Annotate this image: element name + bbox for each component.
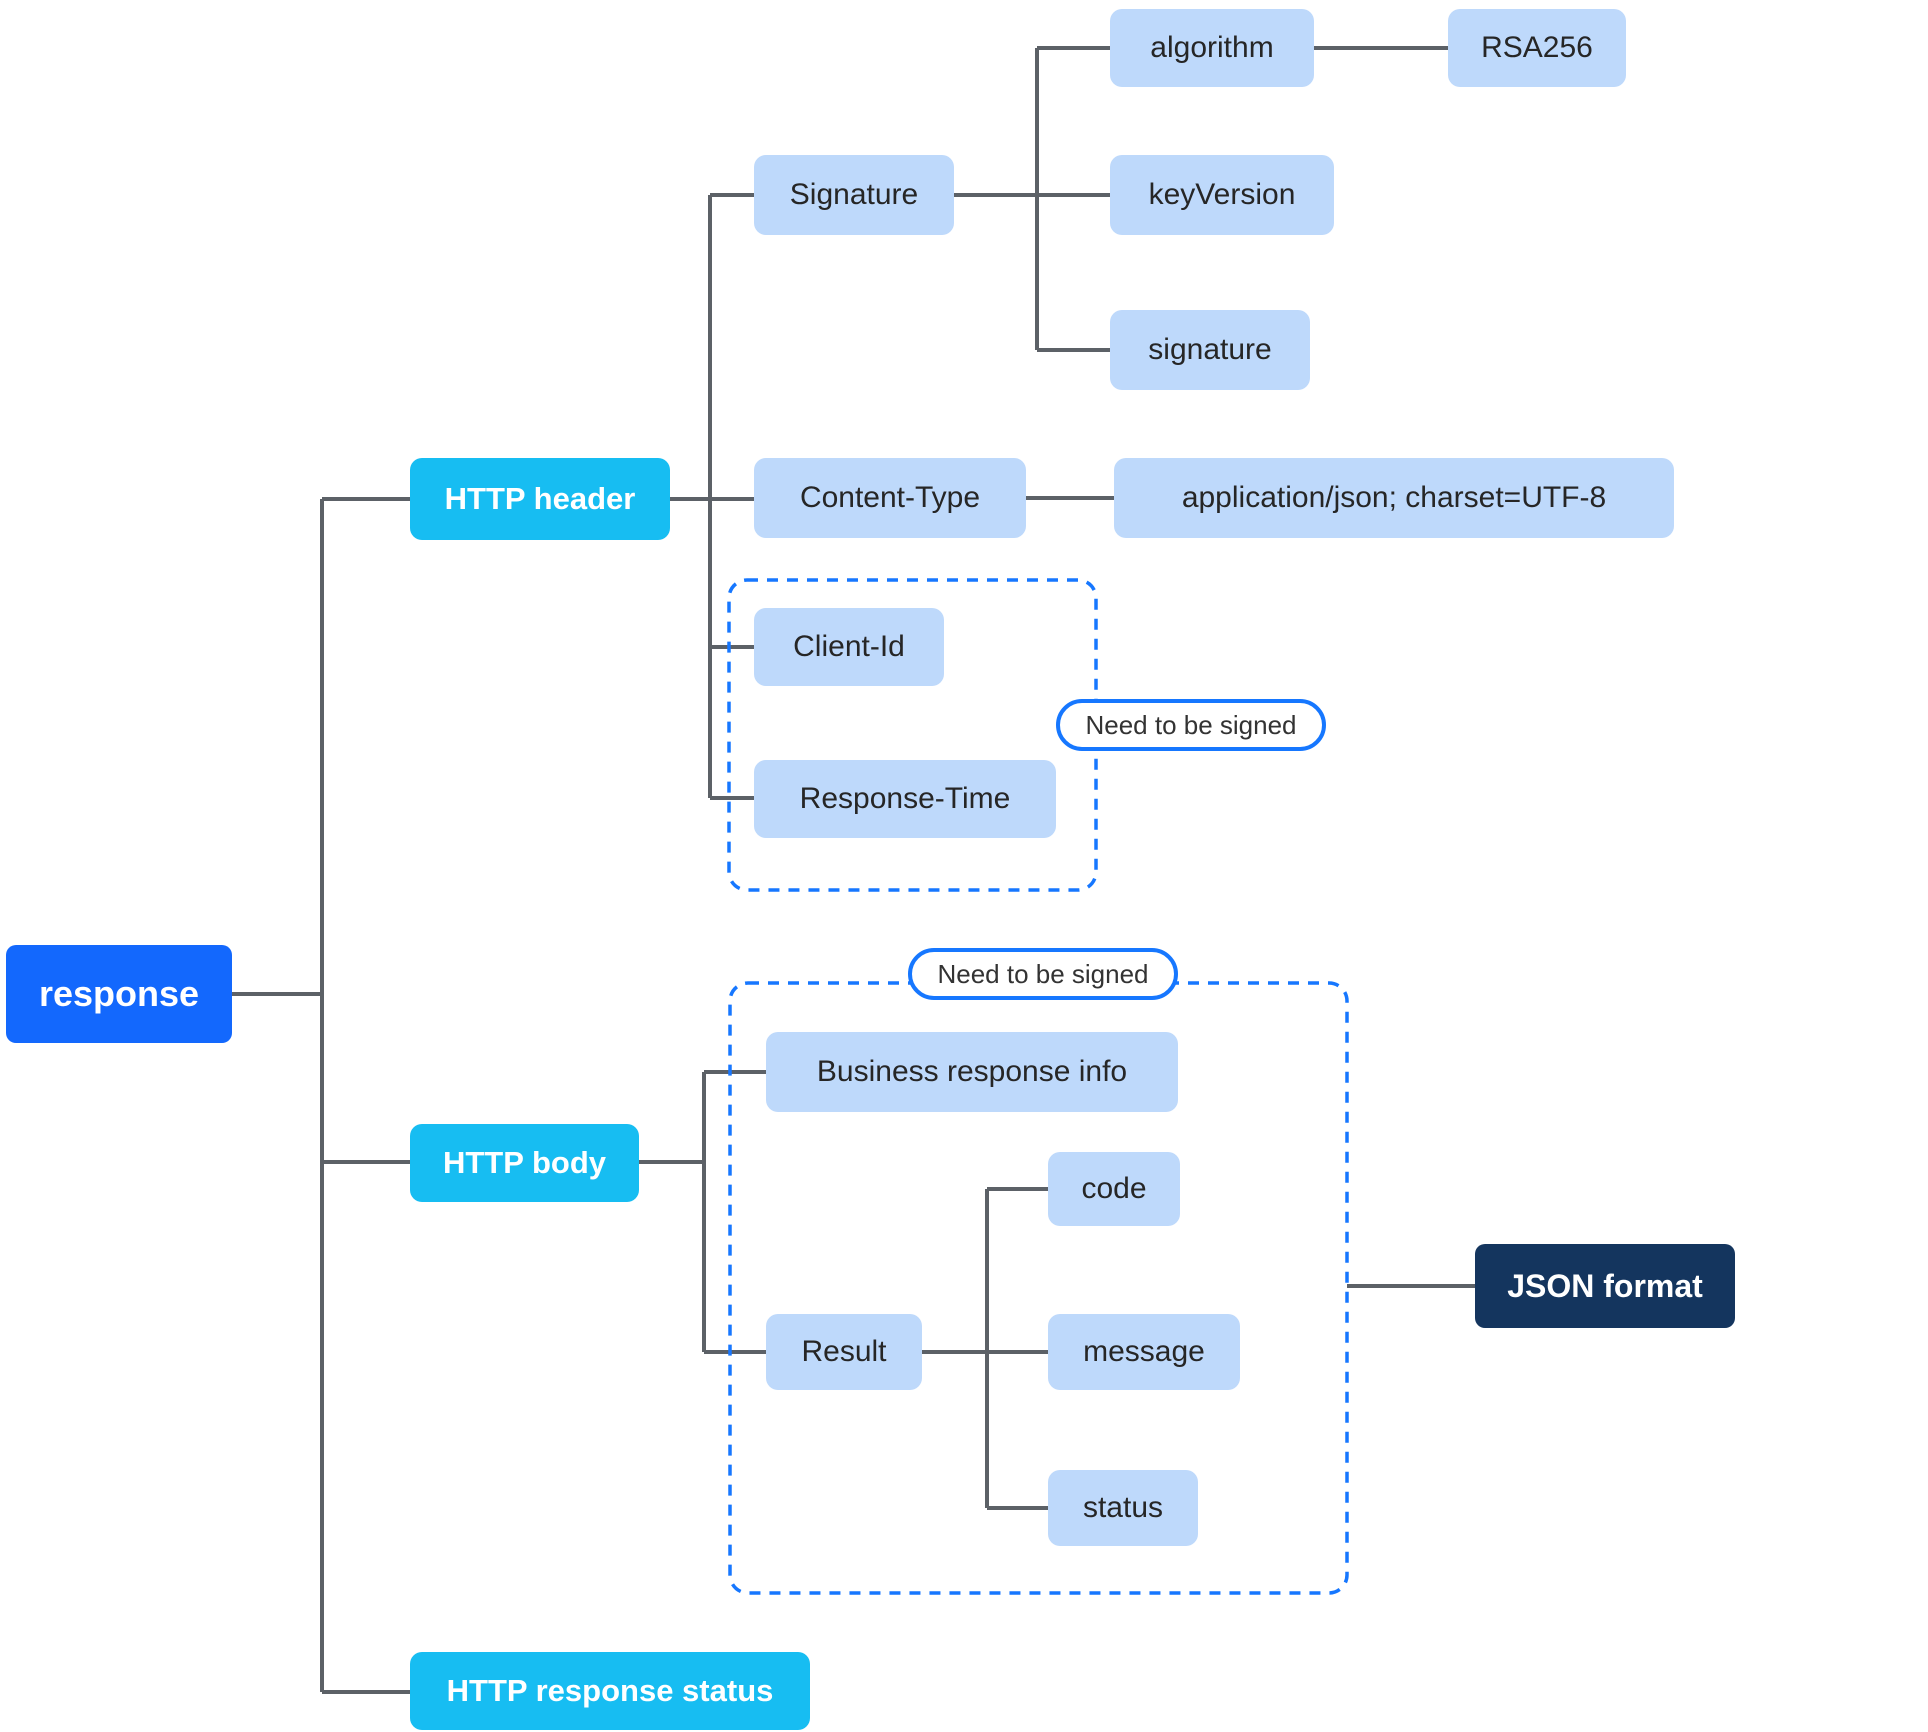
need-to-be-signed-badge-header[interactable]: Need to be signed (1056, 699, 1326, 751)
node-json-format[interactable]: JSON format (1475, 1244, 1735, 1328)
tree-connectors (232, 46, 1475, 1694)
node-signature[interactable]: signature (1110, 310, 1310, 390)
node-http-body[interactable]: HTTP body (410, 1124, 639, 1202)
node-rsa256[interactable]: RSA256 (1448, 9, 1626, 87)
node-content-type[interactable]: Content-Type (754, 458, 1026, 538)
signed-group-outline-header (727, 578, 1098, 892)
node-result[interactable]: Result (766, 1314, 922, 1390)
node-http-header[interactable]: HTTP header (410, 458, 670, 540)
node-key-version[interactable]: keyVersion (1110, 155, 1334, 235)
node-code[interactable]: code (1048, 1152, 1180, 1226)
need-to-be-signed-badge-body[interactable]: Need to be signed (908, 948, 1178, 1000)
node-status[interactable]: status (1048, 1470, 1198, 1546)
node-response[interactable]: response (6, 945, 232, 1043)
node-content-type-value[interactable]: application/json; charset=UTF-8 (1114, 458, 1674, 538)
node-signature-group[interactable]: Signature (754, 155, 954, 235)
node-algorithm[interactable]: algorithm (1110, 9, 1314, 87)
node-http-response-status[interactable]: HTTP response status (410, 1652, 810, 1730)
node-response-time[interactable]: Response-Time (754, 760, 1056, 838)
node-business-response-info[interactable]: Business response info (766, 1032, 1178, 1112)
node-message[interactable]: message (1048, 1314, 1240, 1390)
node-client-id[interactable]: Client-Id (754, 608, 944, 686)
